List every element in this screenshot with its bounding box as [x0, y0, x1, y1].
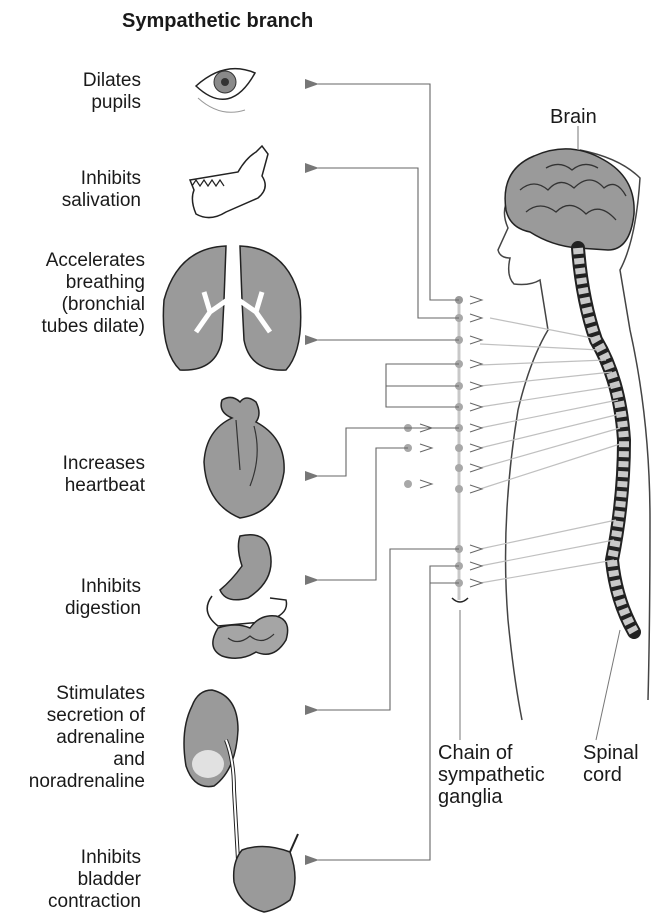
brain-icon [505, 149, 634, 250]
heart-icon [204, 397, 284, 518]
eye-icon [196, 69, 255, 113]
bladder-icon [234, 834, 298, 912]
lungs-icon [163, 246, 300, 370]
ganglia-chain [404, 296, 482, 602]
efferent-arrows [318, 84, 459, 860]
stomach-intestine-icon [207, 535, 287, 659]
jaw-icon [190, 146, 268, 218]
kidney-adrenal-icon [184, 690, 238, 860]
